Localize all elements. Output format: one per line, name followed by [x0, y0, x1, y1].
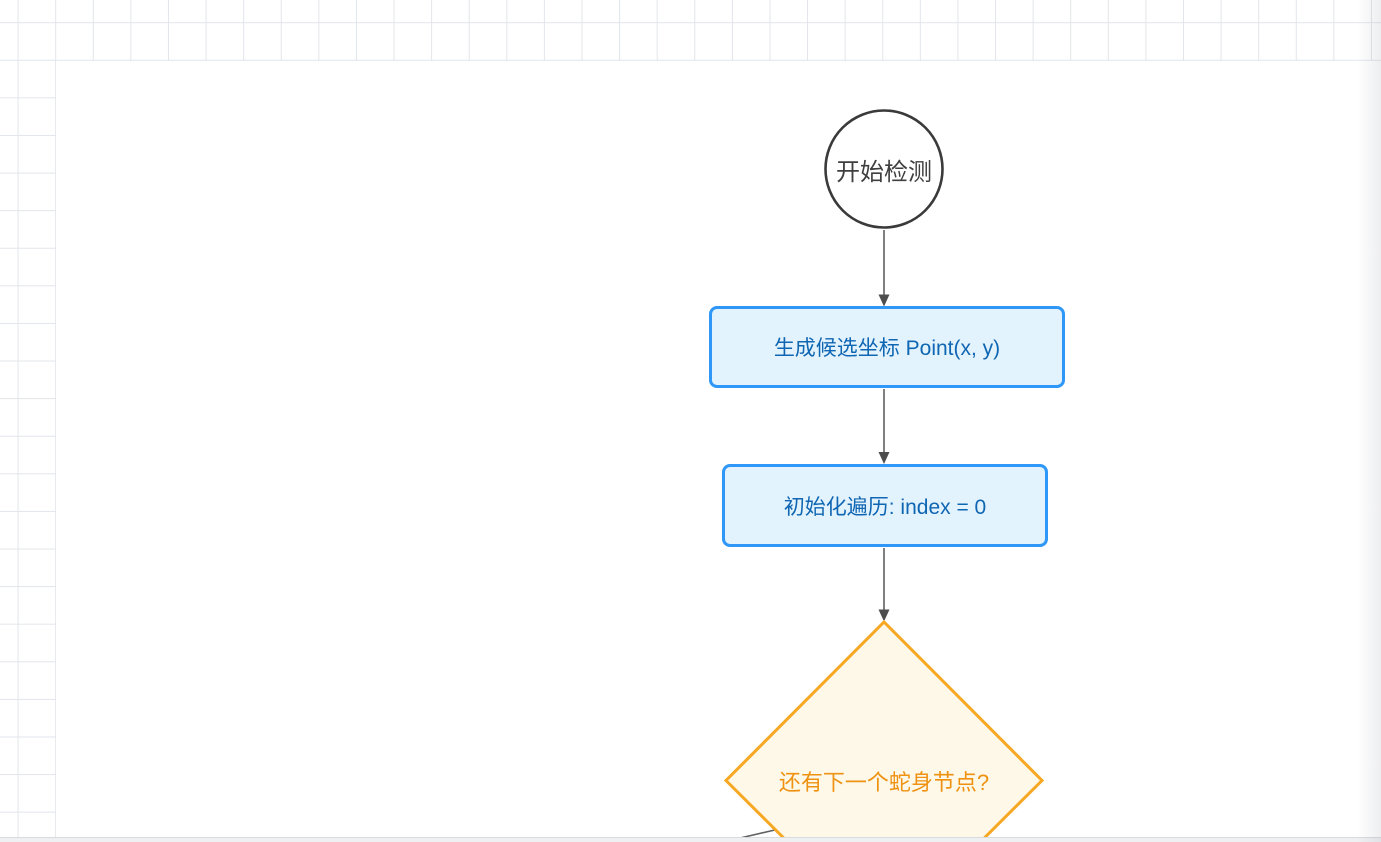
process-node-generate-point[interactable]: 生成候选坐标 Point(x, y) — [709, 306, 1065, 388]
arrowhead-init-to-decision-icon — [878, 609, 890, 622]
decision-node-shape[interactable] — [723, 619, 1045, 842]
page-sheet — [56, 61, 1381, 838]
process-node-init-index[interactable]: 初始化遍历: index = 0 — [722, 464, 1048, 547]
page-bottom-edge — [0, 837, 1381, 842]
process-node-init-index-label: 初始化遍历: index = 0 — [783, 495, 987, 519]
arrowhead-start-to-generate-icon — [878, 294, 890, 307]
arrowhead-generate-to-init-icon — [878, 452, 890, 464]
process-node-generate-point-label: 生成候选坐标 Point(x, y) — [773, 337, 1001, 360]
start-node-shape[interactable] — [824, 109, 944, 229]
